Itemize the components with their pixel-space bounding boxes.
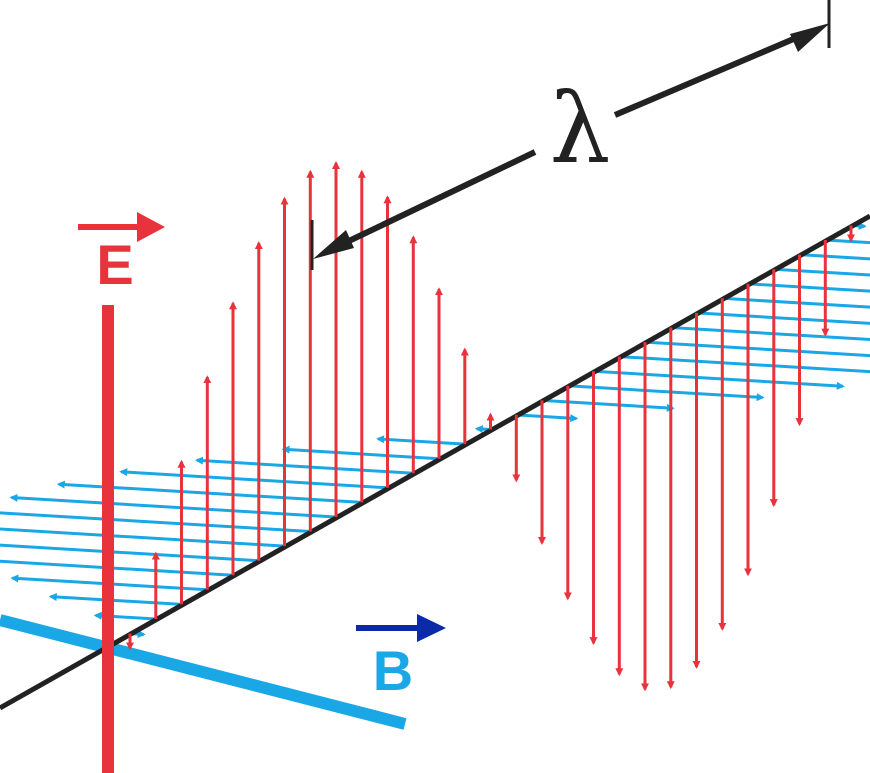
wavelength-arrow-left-line [328,149,537,253]
b-field-arrow [0,543,259,563]
b-field-arrow [722,296,870,309]
b-field-arrow [619,355,870,374]
b-field-arrow [696,311,870,325]
e-vector-arrowhead-icon [137,212,165,242]
propagation-axis [0,213,870,711]
b-field-arrow [376,435,465,446]
b-field-arrow [825,238,870,245]
b-field-arrow [747,282,870,293]
b-label: B [373,639,413,702]
wavelength-arrowhead-left-icon [313,230,354,259]
b-field-arrow [119,468,388,490]
b-field-arrow [195,456,414,475]
wavelength-arrowhead-right-icon [790,23,830,52]
b-axis [0,614,407,730]
b-field-arrow [0,559,234,577]
b-field-arrow [541,398,675,412]
b-field-arrow [670,326,870,341]
b-field-arrow [773,267,870,277]
e-label: E [96,233,133,296]
b-field-arrow [9,493,337,519]
electric-field-arrows [126,161,855,692]
b-field-arrow [48,592,182,606]
wavelength-label: λ [550,73,611,185]
b-field-arrow [567,384,765,402]
b-field-arrow [0,527,285,548]
b-vector-arrowhead-icon [417,614,446,642]
b-field-arrow [799,253,870,261]
wavelength-arrow-right-line [613,29,812,118]
b-field-arrow [644,340,870,358]
b-field-arrow [0,511,311,533]
b-field-arrow [593,369,845,390]
